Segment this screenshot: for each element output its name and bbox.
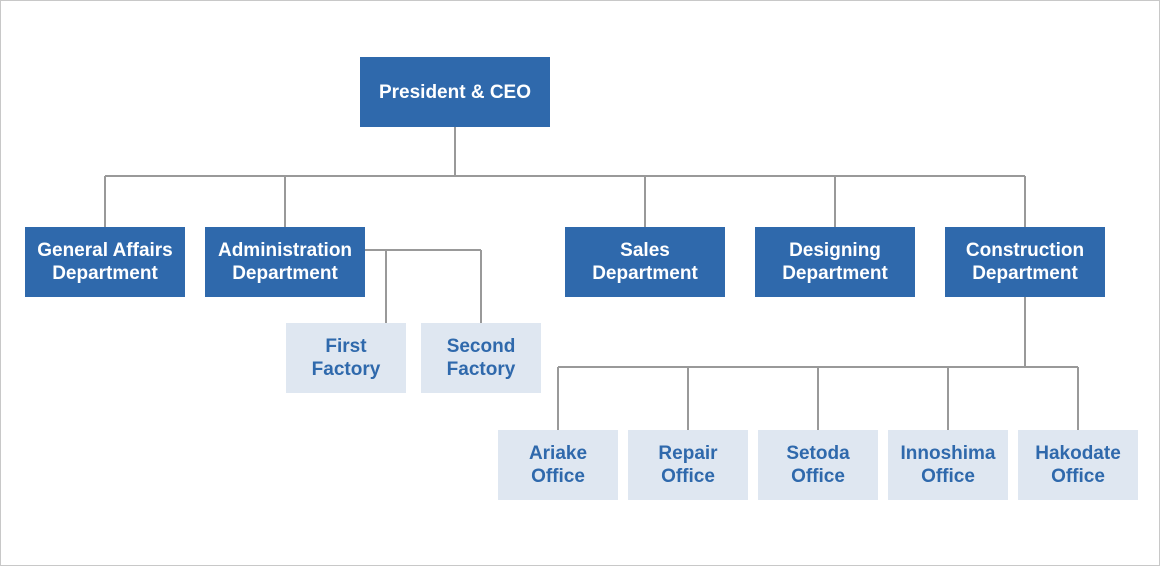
administration-line1: Administration [217, 240, 353, 261]
administration-line2: Department [232, 263, 338, 284]
second-factory-line2: Factory [446, 359, 516, 380]
innoshima-line1: Innoshima [900, 443, 996, 464]
second-factory-line1: Second [446, 336, 516, 357]
ariake-line2: Office [531, 466, 585, 487]
innoshima-office-box: Innoshima Office [888, 430, 1008, 500]
general-affairs-department-box: General Affairs Department [25, 227, 185, 297]
designing-department-box: Designing Department [755, 227, 915, 297]
setoda-line1: Setoda [786, 443, 850, 464]
sales-department-box: Sales Department [565, 227, 725, 297]
setoda-line2: Office [791, 466, 845, 487]
designing-line1: Designing [789, 240, 881, 261]
repair-line2: Office [661, 466, 715, 487]
repair-line1: Repair [658, 443, 718, 464]
innoshima-line2: Office [921, 466, 975, 487]
repair-office-box: Repair Office [628, 430, 748, 500]
designing-line2: Department [782, 263, 888, 284]
second-factory-box: Second Factory [421, 323, 541, 393]
general-affairs-line2: Department [52, 263, 158, 284]
construction-line2: Department [972, 263, 1078, 284]
general-affairs-line1: General Affairs [37, 240, 173, 261]
first-factory-line1: First [325, 336, 367, 357]
ceo-label: President & CEO [378, 81, 532, 103]
construction-line1: Construction [965, 240, 1085, 261]
administration-department-box: Administration Department [205, 227, 365, 297]
ariake-line1: Ariake [528, 443, 588, 464]
first-factory-line2: Factory [311, 359, 381, 380]
hakodate-line1: Hakodate [1035, 443, 1121, 464]
sales-line2: Department [592, 263, 698, 284]
ceo-box: President & CEO [360, 57, 550, 127]
hakodate-line2: Office [1051, 466, 1105, 487]
ariake-office-box: Ariake Office [498, 430, 618, 500]
hakodate-office-box: Hakodate Office [1018, 430, 1138, 500]
construction-department-box: Construction Department [945, 227, 1105, 297]
setoda-office-box: Setoda Office [758, 430, 878, 500]
first-factory-box: First Factory [286, 323, 406, 393]
sales-line1: Sales [620, 240, 670, 261]
